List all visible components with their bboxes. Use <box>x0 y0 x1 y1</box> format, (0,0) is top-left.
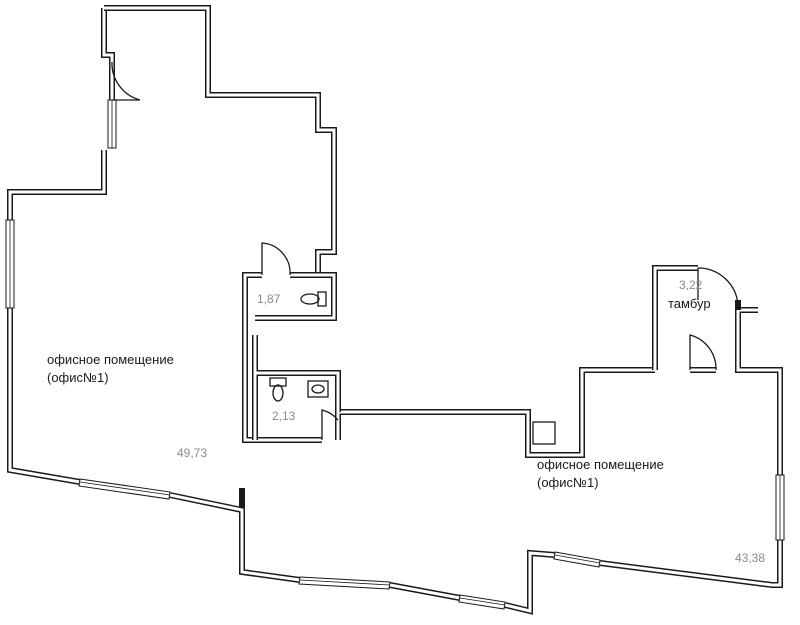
room-name-office2: офисное помещение <box>537 457 664 472</box>
exterior-walls <box>7 5 783 615</box>
room-sub-office1: (офис№1) <box>47 370 109 385</box>
toilet-icon <box>317 291 327 307</box>
toilet-icon-2 <box>269 377 287 387</box>
room-area-office2: 43,38 <box>735 551 766 565</box>
sink-icon <box>307 380 329 398</box>
shaft-icon <box>532 421 556 445</box>
fixtures <box>269 291 556 445</box>
windows <box>5 99 785 610</box>
room-area-vestibule: 3,22 <box>679 278 703 292</box>
room-area-office1: 49,73 <box>177 446 208 460</box>
room-area-wc2: 2,13 <box>272 409 296 423</box>
doors <box>111 61 739 440</box>
room-name-vestibule: тамбур <box>668 296 711 311</box>
room-area-wc1: 1,87 <box>257 292 281 306</box>
room-sub-office2: (офис№1) <box>537 475 599 490</box>
room-name-office1: офисное помещение <box>47 352 174 367</box>
